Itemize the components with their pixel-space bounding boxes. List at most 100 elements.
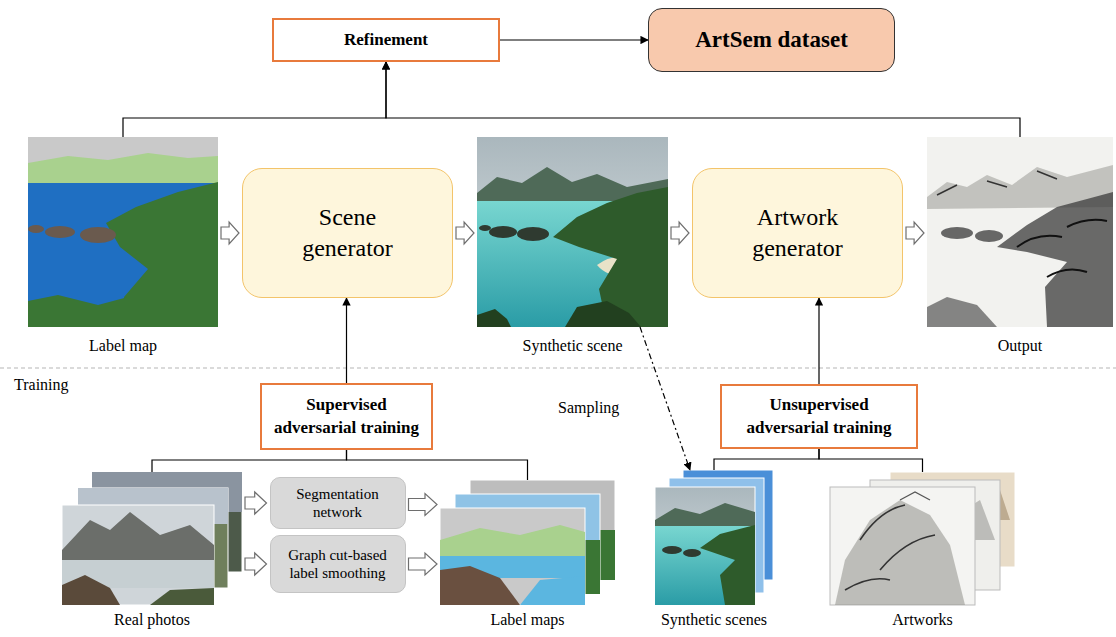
edge-label: Sampling [556,399,621,417]
node-text: Artwork generator [728,202,868,264]
artworks-stack [830,472,1015,605]
synthetic-scenes-stack-part [662,546,682,554]
image-stack: Artworks [830,472,1015,605]
label-map-picture-part [28,225,44,233]
label-maps-stack-part [520,576,585,605]
ink-output-picture [927,137,1113,327]
synthetic-scene-picture [477,137,668,327]
synthetic-scene-picture-part [477,137,668,327]
synthetic-scene-picture-part [479,225,491,231]
connector-line [347,450,528,480]
synthetic-scenes-stack-part [655,487,755,605]
image-panel: Output [927,137,1113,327]
ink-output-picture-part [997,192,1113,327]
node-text: Scene generator [278,202,418,264]
connector-line [346,298,347,383]
synthetic-scenes-stack-part [683,549,701,557]
image-stack: Label maps [440,480,615,605]
image-caption: Synthetic scene [523,337,623,355]
image-caption: Label maps [490,611,564,629]
image-stack: Synthetic scenes [655,470,773,605]
hollow-arrow [245,553,267,575]
text-block: ArtSem dataset [695,27,848,53]
real-photos-stack-part [62,512,214,565]
refinement-box: Refinement [272,18,500,62]
dashed-arrow [640,327,690,470]
hollow-arrow [456,222,474,244]
connector-line [714,449,819,470]
connector-line [123,62,386,137]
label-map-picture-part [28,137,218,327]
hollow-arrow [245,492,267,514]
artworks-stack-part [900,492,930,500]
image-caption: Output [998,337,1042,355]
synthetic-scenes-stack-part [700,525,755,605]
generator-box: Scene generator [242,168,453,298]
label-maps-stack-part [440,525,585,560]
real-photos-stack-part [150,588,214,605]
connector-line [152,450,347,472]
real-photos-stack-part [62,575,120,605]
label-map-picture-part [80,227,116,243]
training-separator [0,368,1116,369]
image-caption: Synthetic scenes [661,611,767,629]
hollow-arrow [409,553,438,575]
connector-line [818,298,819,384]
text-block: Graph cut-based label smoothing [278,546,398,582]
image-caption: Real photos [114,611,190,629]
real-photos-stack [62,472,242,605]
label-map-picture [28,137,218,327]
image-panel: Synthetic scene [477,137,668,327]
ink-output-picture-part [975,230,1003,242]
hollow-arrow [221,222,239,244]
text-block: Unsupervised adversarial training [739,394,899,438]
artworks-stack-part [845,505,935,590]
node-text: Unsupervised adversarial training [739,394,899,438]
label-map-picture-part [28,183,218,327]
process-box: Segmentation network [270,477,406,529]
synthetic-scene-picture-part [517,227,549,241]
training-box: Supervised adversarial training [260,383,433,450]
text-block: Segmentation network [278,485,398,521]
image-caption: Label map [89,337,157,355]
label-map-picture-part [45,226,75,238]
hollow-arrow [409,494,438,516]
label-map-picture-part [28,295,128,327]
node-text: Refinement [344,30,428,50]
synthetic-scene-picture-part [489,226,517,238]
node-text: ArtSem dataset [695,27,848,53]
generator-box: Artwork generator [692,168,903,298]
hollow-arrow [671,222,689,244]
text-block: Supervised adversarial training [267,394,427,438]
synthetic-scene-picture-part [477,309,511,327]
label-maps-stack-part [440,508,585,605]
ink-output-picture-part [927,137,1113,327]
synthetic-scenes-stack-part [655,503,755,530]
image-caption: Artworks [892,611,952,629]
label-maps-stack [440,480,615,605]
synthetic-scenes-stack [655,470,773,605]
dataset-box: ArtSem dataset [648,8,895,72]
training-box: Unsupervised adversarial training [720,384,918,449]
ink-output-picture-part [937,171,1057,195]
synthetic-scene-picture-part [565,301,641,327]
ink-output-picture-part [927,297,997,327]
text-block: Refinement [344,30,428,50]
synthetic-scene-picture-part [553,187,668,327]
connector-line [819,449,923,472]
text-block: Scene generator [278,202,418,264]
real-photos-stack-part [62,505,214,605]
node-text: Graph cut-based label smoothing [278,546,398,582]
process-box: Graph cut-based label smoothing [270,535,406,593]
artworks-stack-part [835,500,965,605]
ink-output-picture-part [1017,220,1107,277]
node-text: Segmentation network [278,485,398,521]
artworks-stack-part [830,487,975,605]
image-stack: Real photos [62,472,242,605]
ink-output-picture-part [941,227,973,239]
connector-line [386,62,1020,137]
synthetic-scenes-stack-part [655,526,755,605]
